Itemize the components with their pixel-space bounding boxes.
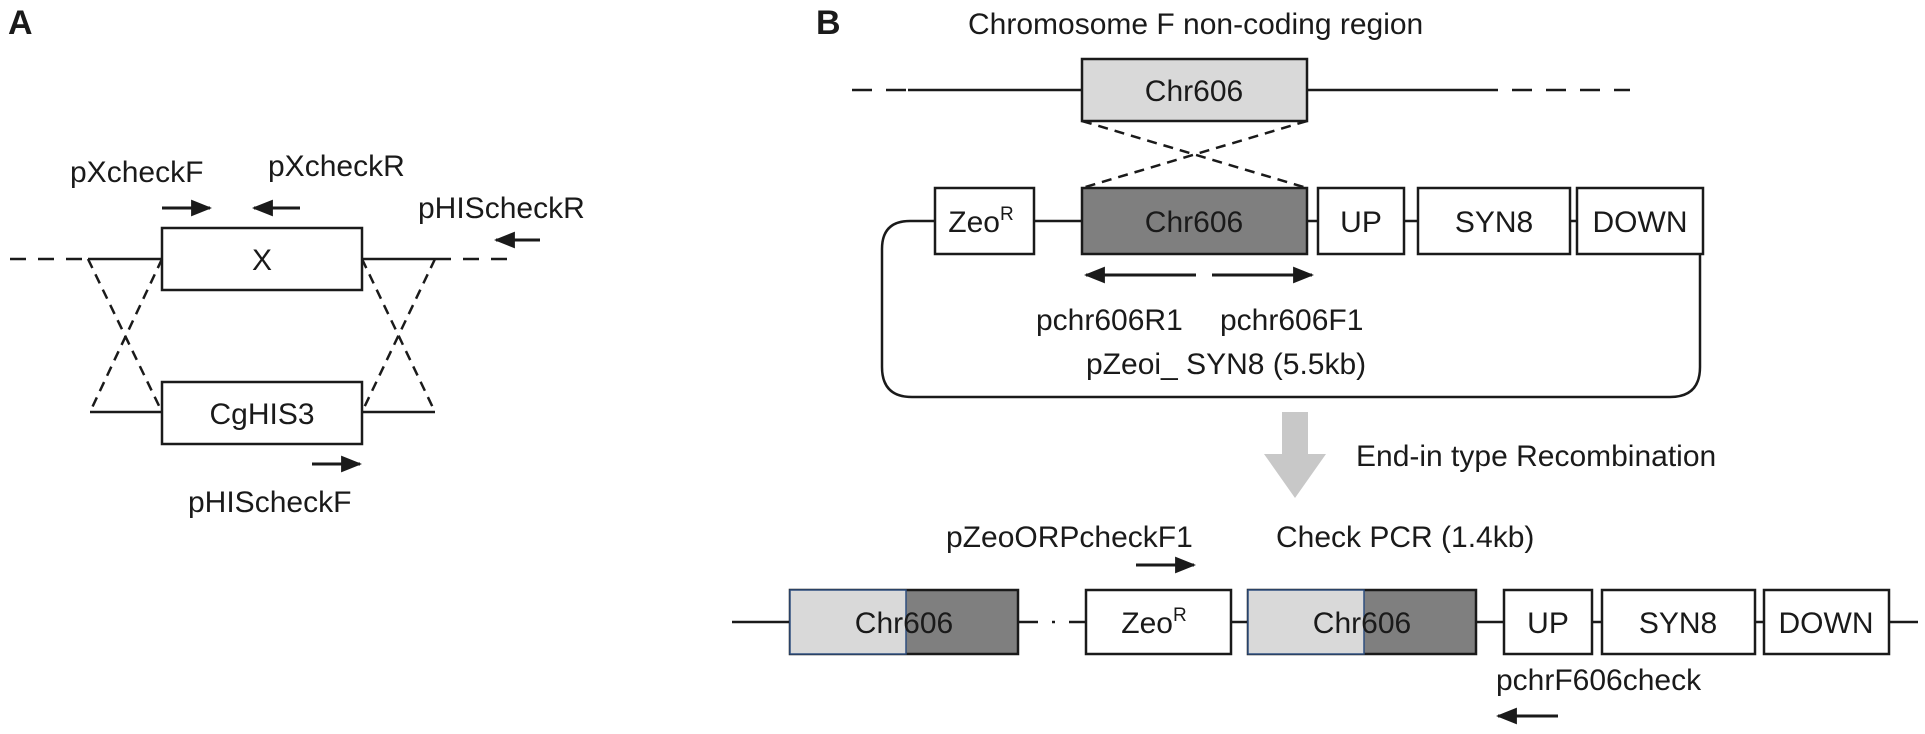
- plasmid-syn8-label: SYN8: [1455, 206, 1533, 239]
- plasmid-zeo-label: ZeoR: [948, 204, 1013, 239]
- result-syn8-box: [1600, 588, 1757, 656]
- recombination-arrow-icon: [1264, 412, 1326, 498]
- primer-xcheckf-label: pXcheckF: [70, 156, 203, 189]
- crossover-right-1: [360, 258, 437, 413]
- check-pcr-label: Check PCR (1.4kb): [1276, 521, 1534, 554]
- plasmid-syn8-box: [1416, 186, 1572, 256]
- result-down-label: DOWN: [1779, 607, 1874, 640]
- pchr606f1-label: pchr606F1: [1220, 304, 1363, 337]
- chromosome-title: Chromosome F non-coding region: [968, 8, 1423, 41]
- result-chr606-right-label: Chr606: [1313, 607, 1411, 640]
- primer-xcheckr-label: pXcheckR: [268, 150, 405, 183]
- result-chr606-right-light: [1247, 589, 1365, 655]
- gene-x-label: X: [252, 244, 272, 277]
- plasmid-down-box: [1575, 186, 1705, 256]
- panel-b: B Chromosome F non-coding region Chr606 …: [732, 4, 1918, 725]
- result-zeo-box: [1084, 588, 1233, 656]
- panel-a-letter: A: [8, 4, 33, 42]
- pchrf606check-label: pchrF606check: [1496, 664, 1702, 697]
- result-chr606-left-label: Chr606: [855, 607, 953, 640]
- panel-b-letter: B: [816, 4, 841, 42]
- pzeoorpcheckf1-label: pZeoORPcheckF1: [946, 521, 1193, 554]
- crossover-right-2: [360, 258, 437, 413]
- plasmid-zeo-box: [933, 186, 1036, 256]
- plasmid-chr606-label: Chr606: [1145, 206, 1243, 239]
- plasmid-up-label: UP: [1340, 206, 1382, 239]
- cghis3-box: [160, 380, 364, 446]
- chr606-label: Chr606: [1145, 75, 1243, 108]
- crossover-b-2: [1081, 119, 1308, 190]
- result-syn8-label: SYN8: [1639, 607, 1717, 640]
- chr606-box: [1080, 57, 1309, 123]
- plasmid-up-box: [1316, 186, 1406, 256]
- plasmid-chr606-box: [1080, 186, 1309, 256]
- primer-hischeckr-label: pHIScheckR: [418, 192, 585, 225]
- crossover-left-2: [88, 258, 164, 413]
- pchr606r1-label: pchr606R1: [1036, 304, 1183, 337]
- plasmid-name: pZeoi_ SYN8 (5.5kb): [1086, 348, 1366, 381]
- panel-a: A pXcheckF pXcheckR pHIScheckR pHIScheck…: [8, 4, 585, 519]
- plasmid-down-label: DOWN: [1593, 206, 1688, 239]
- crossover-b-1: [1081, 119, 1308, 190]
- primer-hischeckf-label: pHIScheckF: [188, 486, 351, 519]
- cghis3-label: CgHIS3: [209, 398, 314, 431]
- result-up-label: UP: [1527, 607, 1569, 640]
- result-zeo-label: ZeoR: [1121, 605, 1186, 640]
- recombination-label: End-in type Recombination: [1356, 440, 1716, 473]
- crossover-left-1: [86, 258, 164, 413]
- result-down-box: [1762, 588, 1891, 656]
- result-up-box: [1502, 588, 1594, 656]
- result-chr606-left-light: [789, 589, 907, 655]
